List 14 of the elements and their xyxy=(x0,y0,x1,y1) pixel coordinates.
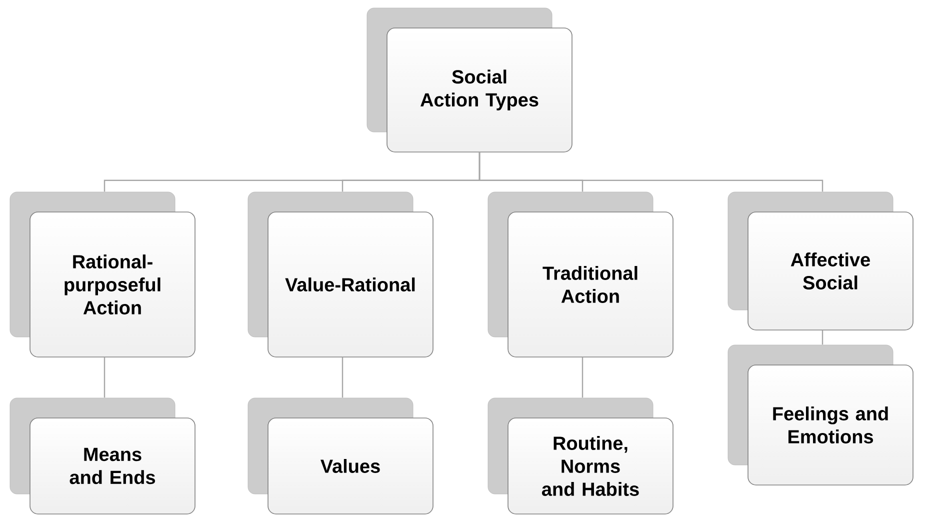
connector-line xyxy=(478,152,824,192)
process-box: Means and Ends xyxy=(10,398,196,514)
process-box: Values xyxy=(248,398,434,514)
process-box: Affective Social xyxy=(728,192,914,330)
connector-line xyxy=(582,357,584,398)
process-box: Value-Rational xyxy=(248,192,434,358)
process-box: Feelings and Emotions xyxy=(728,344,914,486)
process-box: Routine, Norms and Habits xyxy=(488,398,674,514)
process-box: Traditional Action xyxy=(488,192,674,358)
process-box: Rational-purposeful Action xyxy=(10,192,196,358)
process-box: Social Action Types xyxy=(366,8,572,152)
connector-line xyxy=(104,357,106,398)
connector-line xyxy=(342,357,344,398)
connector-line xyxy=(822,330,824,345)
